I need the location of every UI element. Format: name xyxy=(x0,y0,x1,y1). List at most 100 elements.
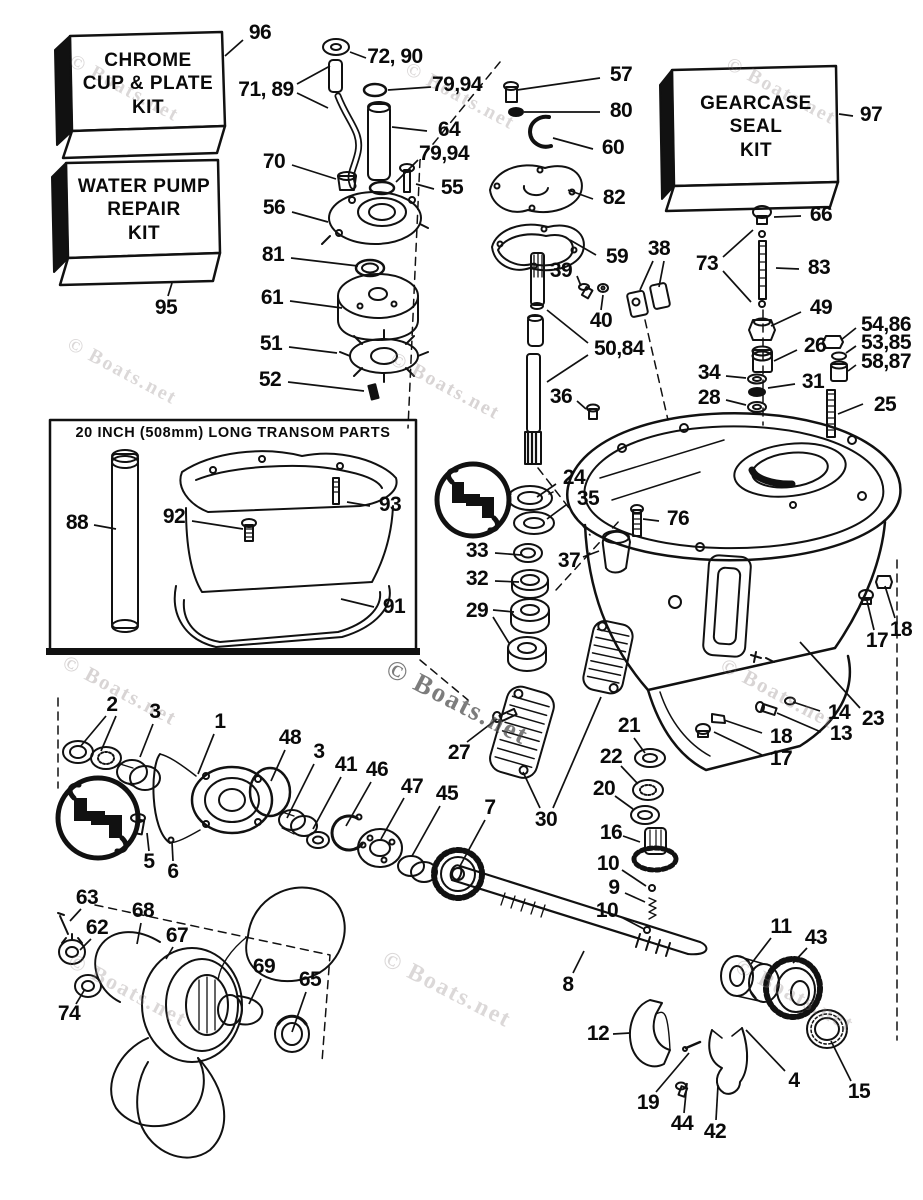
part-callout-17: 17 xyxy=(865,629,889,652)
kit-box-line: KIT xyxy=(739,139,773,161)
part-callout-19: 19 xyxy=(636,1091,660,1114)
part-callout-64: 64 xyxy=(437,118,461,141)
part-callout-70: 70 xyxy=(262,150,286,173)
part-callout-28: 28 xyxy=(697,386,721,409)
part-callout-11: 11 xyxy=(770,915,792,938)
part-callout-73: 73 xyxy=(695,252,719,275)
part-callout-92: 92 xyxy=(162,505,186,528)
part-callout-95: 95 xyxy=(154,296,178,319)
part-callout-15: 15 xyxy=(847,1080,871,1103)
part-callout-9: 9 xyxy=(608,876,620,899)
part-callout-93: 93 xyxy=(378,493,402,516)
part-callout-32: 32 xyxy=(465,567,489,590)
kit-box-line: CUP & PLATE xyxy=(82,73,214,95)
part-callout-46: 46 xyxy=(365,758,389,781)
part-callout-68: 68 xyxy=(131,899,155,922)
part-callout-81: 81 xyxy=(261,243,285,266)
part-callout-1: 1 xyxy=(214,710,226,733)
part-callout-66: 66 xyxy=(809,203,833,226)
gearcase-seal-kit-box-art xyxy=(659,64,840,213)
part-callout-10: 10 xyxy=(596,852,620,875)
part-callout-48: 48 xyxy=(278,726,302,749)
part-callout-96: 96 xyxy=(248,21,272,44)
part-callout-50-84: 50,84 xyxy=(593,337,645,360)
part-callout-21: 21 xyxy=(617,714,641,737)
part-callout-31: 31 xyxy=(801,370,825,393)
part-callout-51: 51 xyxy=(259,332,283,355)
part-callout-25: 25 xyxy=(873,393,897,416)
part-callout-61: 61 xyxy=(260,286,284,309)
driveshaft-art xyxy=(524,252,609,465)
water-pump-repair-kit-box: WATER PUMP REPAIR KIT xyxy=(70,167,218,253)
part-callout-24: 24 xyxy=(562,466,586,489)
transom-inset-title: 20 INCH (508mm) LONG TRANSOM PARTS xyxy=(75,425,391,441)
kit-box-line: KIT xyxy=(127,222,161,244)
part-callout-55: 55 xyxy=(440,176,464,199)
part-callout-36: 36 xyxy=(549,385,573,408)
part-callout-35: 35 xyxy=(576,487,600,510)
part-callout-30: 30 xyxy=(534,808,558,831)
part-callout-22: 22 xyxy=(599,745,623,768)
part-callout-29: 29 xyxy=(465,599,489,622)
part-callout-20: 20 xyxy=(592,777,616,800)
part-callout-79-94: 79,94 xyxy=(418,142,470,165)
part-callout-10: 10 xyxy=(595,899,619,922)
part-callout-42: 42 xyxy=(703,1120,727,1143)
part-callout-83: 83 xyxy=(807,256,831,279)
propeller-art xyxy=(57,886,346,1159)
part-callout-40: 40 xyxy=(589,309,613,332)
part-callout-45: 45 xyxy=(435,782,459,805)
part-callout-53-85: 53,85 xyxy=(860,331,912,354)
part-callout-44: 44 xyxy=(670,1112,694,1135)
part-callout-38: 38 xyxy=(647,237,671,260)
kit-box-line: CHROME xyxy=(104,50,192,72)
part-callout-65: 65 xyxy=(298,968,322,991)
part-callout-41: 41 xyxy=(334,753,358,776)
kit-box-line: REPAIR xyxy=(107,199,181,221)
part-callout-23: 23 xyxy=(861,707,885,730)
part-callout-71-89: 71, 89 xyxy=(238,78,294,101)
kit-box-line: GEARCASE xyxy=(700,93,812,115)
part-callout-59: 59 xyxy=(605,245,629,268)
part-callout-14: 14 xyxy=(827,701,851,724)
gearcase-seal-kit-box: GEARCASE SEAL KIT xyxy=(676,72,836,182)
part-callout-4: 4 xyxy=(788,1069,800,1092)
part-callout-37: 37 xyxy=(557,549,581,572)
part-callout-26: 26 xyxy=(803,334,827,357)
part-callout-88: 88 xyxy=(65,511,89,534)
gearcase-housing-art xyxy=(489,412,902,779)
part-callout-3: 3 xyxy=(313,740,325,763)
part-callout-18: 18 xyxy=(769,725,793,748)
part-callout-33: 33 xyxy=(465,539,489,562)
fastener-column-art xyxy=(626,205,848,438)
part-callout-54-86: 54,86 xyxy=(860,313,912,336)
part-callout-74: 74 xyxy=(57,1002,81,1025)
part-callout-13: 13 xyxy=(829,722,853,745)
boatsnet-logo xyxy=(55,775,141,861)
part-callout-82: 82 xyxy=(602,186,626,209)
part-callout-39: 39 xyxy=(549,259,573,282)
part-callout-79-94: 79,94 xyxy=(431,73,483,96)
part-callout-7: 7 xyxy=(484,796,496,819)
part-callout-72-90: 72, 90 xyxy=(367,45,423,68)
kit-box-line: KIT xyxy=(131,96,165,118)
part-callout-60: 60 xyxy=(601,136,625,159)
propshaft-art xyxy=(449,748,848,1098)
part-callout-91: 91 xyxy=(382,595,406,618)
part-callout-69: 69 xyxy=(252,955,276,978)
part-callout-58-87: 58,87 xyxy=(860,350,912,373)
pump-plate-parts-art xyxy=(489,81,585,272)
part-callout-12: 12 xyxy=(586,1022,610,1045)
part-callout-47: 47 xyxy=(400,775,424,798)
water-pump-kit-box-art xyxy=(51,158,222,287)
part-callout-62: 62 xyxy=(85,916,109,939)
part-callout-52: 52 xyxy=(258,368,282,391)
part-callout-80: 80 xyxy=(609,99,633,122)
part-callout-49: 49 xyxy=(809,296,833,319)
transom-inset-box-art xyxy=(46,418,420,655)
water-pump-parts-art xyxy=(321,38,429,401)
part-callout-34: 34 xyxy=(697,361,721,384)
